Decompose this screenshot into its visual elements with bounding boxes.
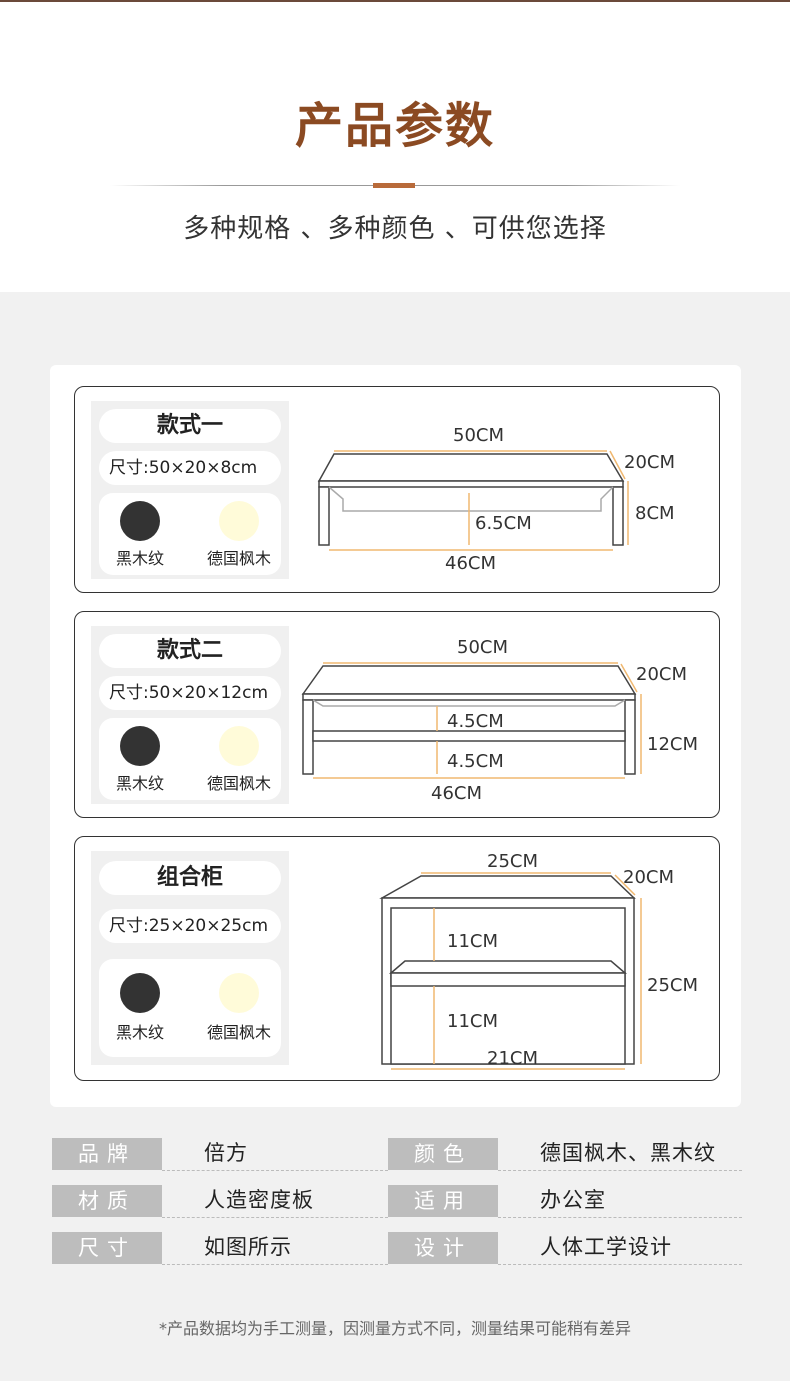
spec-value: 人体工学设计	[540, 1235, 672, 1259]
spec-row: 尺寸 如图所示 设计 人体工学设计	[52, 1232, 742, 1279]
maple-swatch[interactable]	[219, 973, 259, 1013]
furniture-outline	[317, 453, 625, 546]
dim-inner-height-1: 4.5CM	[447, 711, 504, 732]
dashed-divider	[162, 1264, 388, 1265]
spec-label: 颜色	[388, 1138, 498, 1170]
product-card-1: 款式一 尺寸:50×20×8cm 黑木纹 德国枫木 50CM 20CM 8CM …	[74, 386, 720, 593]
dim-height: 12CM	[647, 734, 698, 755]
dimension-drawing: 50CM 20CM 8CM 6.5CM 46CM	[317, 425, 675, 574]
product-name: 款式二	[99, 634, 281, 668]
color-options: 黑木纹 德国枫木	[99, 718, 281, 800]
dim-depth: 20CM	[624, 452, 675, 473]
black-wood-swatch[interactable]	[120, 501, 160, 541]
dim-inner-height-2: 11CM	[447, 1011, 498, 1032]
black-wood-swatch[interactable]	[120, 973, 160, 1013]
dashed-divider	[162, 1217, 388, 1218]
dashed-divider	[498, 1264, 742, 1265]
dim-inner-height-2: 4.5CM	[447, 751, 504, 772]
dim-depth: 20CM	[623, 867, 674, 888]
spec-value: 如图所示	[204, 1235, 292, 1259]
dim-length: 50CM	[457, 637, 508, 658]
top-border	[0, 0, 790, 2]
furniture-outline	[301, 665, 637, 775]
spec-value: 人造密度板	[204, 1188, 314, 1212]
maple-swatch[interactable]	[219, 501, 259, 541]
spec-label: 尺寸	[52, 1232, 162, 1264]
dimension-lines	[313, 662, 642, 779]
dim-inner-width: 21CM	[487, 1048, 538, 1069]
dim-length: 25CM	[487, 851, 538, 872]
color-options: 黑木纹 德国枫木	[99, 959, 281, 1057]
page-subtitle: 多种规格 、多种颜色 、可供您选择	[183, 214, 607, 244]
dimension-lines	[329, 450, 629, 551]
swatch-label: 德国枫木	[206, 774, 271, 793]
swatch-label: 德国枫木	[206, 549, 271, 568]
swatch-label: 德国枫木	[206, 1023, 271, 1042]
dim-length: 50CM	[453, 425, 504, 446]
dim-depth: 20CM	[636, 664, 687, 685]
product-size: 尺寸:50×20×8cm	[99, 451, 281, 485]
header: 产品参数 多种规格 、多种颜色 、可供您选择	[0, 2, 790, 292]
spec-table: 品牌 倍方 颜色 德国枫木、黑木纹 材质 人造密度板 适用 办公室 尺寸 如图所…	[52, 1138, 742, 1279]
dimension-drawing: 50CM 20CM 12CM 4.5CM 4.5CM 46CM	[301, 637, 698, 804]
dim-inner-width: 46CM	[431, 783, 482, 804]
product-card-2: 款式二 尺寸:50×20×12cm 黑木纹 德国枫木 50CM 20CM 12C…	[74, 611, 720, 818]
spec-value: 办公室	[540, 1188, 606, 1212]
dimension-lines	[391, 872, 642, 1070]
color-options: 黑木纹 德国枫木	[99, 493, 281, 575]
swatch-label: 黑木纹	[115, 774, 164, 793]
swatch-label: 黑木纹	[115, 549, 164, 568]
product-size: 尺寸:25×20×25cm	[99, 909, 281, 943]
product-card-3: 组合柜 尺寸:25×20×25cm 黑木纹 德国枫木 25CM 20CM 25C…	[74, 836, 720, 1081]
dim-height: 8CM	[635, 503, 675, 524]
furniture-outline	[379, 875, 636, 1065]
product-info: 款式一 尺寸:50×20×8cm 黑木纹 德国枫木	[91, 401, 289, 579]
divider-accent	[373, 183, 415, 188]
dim-inner-height-1: 11CM	[447, 931, 498, 952]
page-title: 产品参数	[294, 98, 495, 154]
spec-value: 倍方	[204, 1141, 248, 1165]
spec-label: 品牌	[52, 1138, 162, 1170]
spec-label: 适用	[388, 1185, 498, 1217]
product-info: 款式二 尺寸:50×20×12cm 黑木纹 德国枫木	[91, 626, 289, 804]
dimension-drawing: 25CM 20CM 25CM 11CM 11CM 21CM	[379, 851, 698, 1070]
dashed-divider	[498, 1170, 742, 1171]
swatch-label: 黑木纹	[115, 1023, 164, 1042]
dim-height: 25CM	[647, 975, 698, 996]
spec-row: 材质 人造密度板 适用 办公室	[52, 1185, 742, 1232]
maple-swatch[interactable]	[219, 726, 259, 766]
spec-label: 材质	[52, 1185, 162, 1217]
product-info: 组合柜 尺寸:25×20×25cm 黑木纹 德国枫木	[91, 851, 289, 1065]
dim-inner-width: 46CM	[445, 553, 496, 574]
measurement-note: *产品数据均为手工测量，因测量方式不同，测量结果可能稍有差异	[158, 1319, 631, 1338]
dashed-divider	[498, 1217, 742, 1218]
product-name: 组合柜	[99, 861, 281, 895]
spec-row: 品牌 倍方 颜色 德国枫木、黑木纹	[52, 1138, 742, 1185]
spec-label: 设计	[388, 1232, 498, 1264]
product-size: 尺寸:50×20×12cm	[99, 676, 281, 710]
dashed-divider	[162, 1170, 388, 1171]
dim-inner-height: 6.5CM	[475, 513, 532, 534]
black-wood-swatch[interactable]	[120, 726, 160, 766]
product-name: 款式一	[99, 409, 281, 443]
spec-value: 德国枫木、黑木纹	[540, 1141, 716, 1165]
